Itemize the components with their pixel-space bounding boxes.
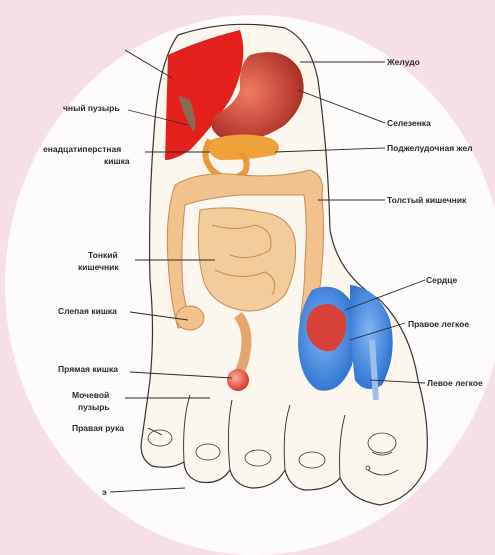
label-small-intestine-2: кишечник [78, 262, 119, 272]
label-duodenum-1: енадцатиперстная [43, 144, 121, 154]
small-intestine [198, 208, 295, 311]
label-cecum: Слепая кишка [58, 306, 117, 316]
bladder [227, 369, 249, 391]
label-bladder-1: Мочевой [72, 390, 109, 400]
label-pancreas: Поджелудочная жел [387, 143, 473, 153]
label-left-lung: Левое легкое [427, 378, 483, 388]
label-gallbladder: чный пузырь [63, 103, 120, 113]
label-bladder-2: пузырь [78, 402, 110, 412]
label-stomach: Желудо [386, 57, 420, 67]
label-colon: Толстый кишечник [387, 195, 467, 205]
label-right-lung: Правое легкое [408, 319, 469, 329]
label-small-intestine-1: Тонкий [88, 250, 118, 260]
trachea [372, 340, 376, 400]
label-partial-bottom: э [102, 487, 107, 497]
label-heart: Сердце [426, 275, 457, 285]
label-rectum: Прямая кишка [58, 364, 118, 374]
label-right-arm: Правая рука [72, 423, 124, 433]
label-spleen: Селезенка [387, 118, 431, 128]
label-duodenum-2: кишка [104, 156, 130, 166]
